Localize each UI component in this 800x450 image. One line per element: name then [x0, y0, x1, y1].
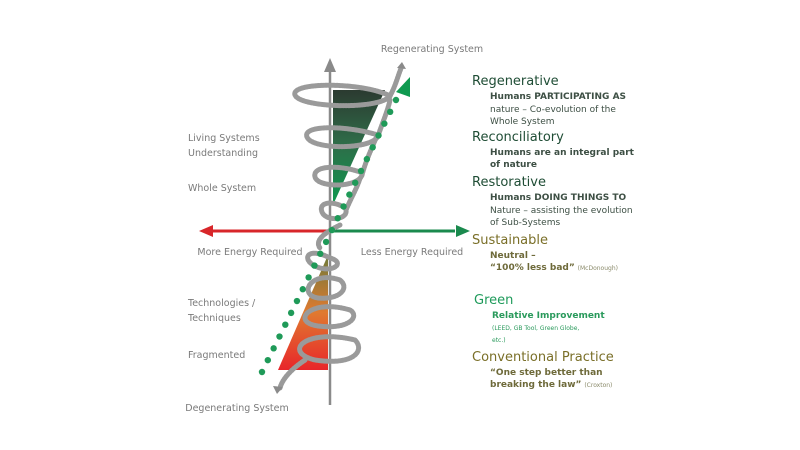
dot — [299, 286, 306, 293]
category-line1: “One step better than breaking the law” — [490, 368, 603, 390]
dot — [352, 179, 359, 186]
dot — [346, 191, 353, 198]
category-note: (Croxton) — [584, 382, 613, 389]
category-note: (LEED, GB Tool, Green Globe, etc.) — [492, 325, 580, 344]
dot — [293, 297, 301, 305]
axis-label-bottom: Degenerating System — [185, 403, 289, 414]
axis-label-top: Regenerating System — [381, 44, 483, 55]
category-title: Regenerative — [472, 74, 559, 89]
spiral-top-tip — [397, 62, 406, 69]
dot — [375, 132, 382, 139]
category-title: Conventional Practice — [472, 350, 614, 365]
category-title: Reconciliatory — [472, 130, 564, 145]
category-line1: Neutral – “100% less bad” — [490, 251, 575, 273]
dot — [363, 155, 371, 163]
category-restorative: Restorative Humans DOING THINGS TO Natur… — [472, 175, 633, 229]
category-line2: nature – Co-evolution of the Whole Syste… — [490, 105, 616, 127]
category-line1: Relative Improvement — [492, 311, 605, 321]
dot — [386, 108, 394, 116]
label-whole-system: Whole System — [188, 183, 257, 194]
label-fragmented: Fragmented — [188, 350, 246, 361]
dot — [311, 262, 318, 269]
dot — [287, 309, 295, 317]
category-reconciliatory: Reconciliatory Humans are an integral pa… — [472, 130, 634, 171]
axis-label-left: More Energy Required — [197, 247, 302, 258]
dot — [334, 215, 341, 222]
axis-label-right: Less Energy Required — [361, 247, 463, 258]
category-sustainable: Sustainable Neutral – “100% less bad” (M… — [472, 233, 618, 275]
dot — [276, 333, 283, 340]
dotted-evolution-line — [258, 96, 400, 376]
dot — [305, 274, 312, 281]
more-energy-arrowhead — [199, 225, 213, 237]
category-line1: Humans PARTICIPATING AS — [490, 92, 627, 102]
category-conventional-practice: Conventional Practice “One step better t… — [472, 350, 614, 392]
spiral — [277, 63, 405, 391]
category-title: Sustainable — [472, 233, 549, 248]
evolution-arrowhead — [396, 77, 410, 97]
category-line1: Humans DOING THINGS TO — [490, 193, 627, 203]
category-line1: Humans are an integral part of nature — [490, 148, 634, 170]
dot — [340, 203, 347, 210]
dot — [328, 226, 336, 234]
category-title: Green — [474, 293, 514, 308]
dot — [322, 238, 330, 246]
less-energy-arrowhead — [456, 225, 470, 237]
dot — [317, 250, 324, 257]
category-regenerative: Regenerative Humans PARTICIPATING AS nat… — [472, 74, 626, 128]
dot — [369, 144, 376, 151]
spiral-bottom-tip — [273, 386, 283, 394]
dot — [264, 356, 272, 364]
dot — [381, 120, 388, 127]
category-note: (McDonough) — [577, 265, 618, 272]
category-title: Restorative — [472, 175, 546, 190]
dot — [258, 368, 266, 376]
dot — [357, 167, 365, 175]
dot — [270, 345, 277, 352]
label-technologies: Technologies / Techniques — [188, 298, 256, 324]
dot — [392, 96, 400, 104]
category-green: Green Relative Improvement (LEED, GB Too… — [474, 293, 605, 347]
degenerating-triangle — [278, 255, 328, 370]
dot — [282, 321, 289, 328]
vertical-axis-arrowhead — [324, 58, 336, 72]
label-living-systems: Living Systems Understanding — [188, 133, 260, 159]
category-line2: Nature – assisting the evolution of Sub-… — [490, 206, 633, 228]
